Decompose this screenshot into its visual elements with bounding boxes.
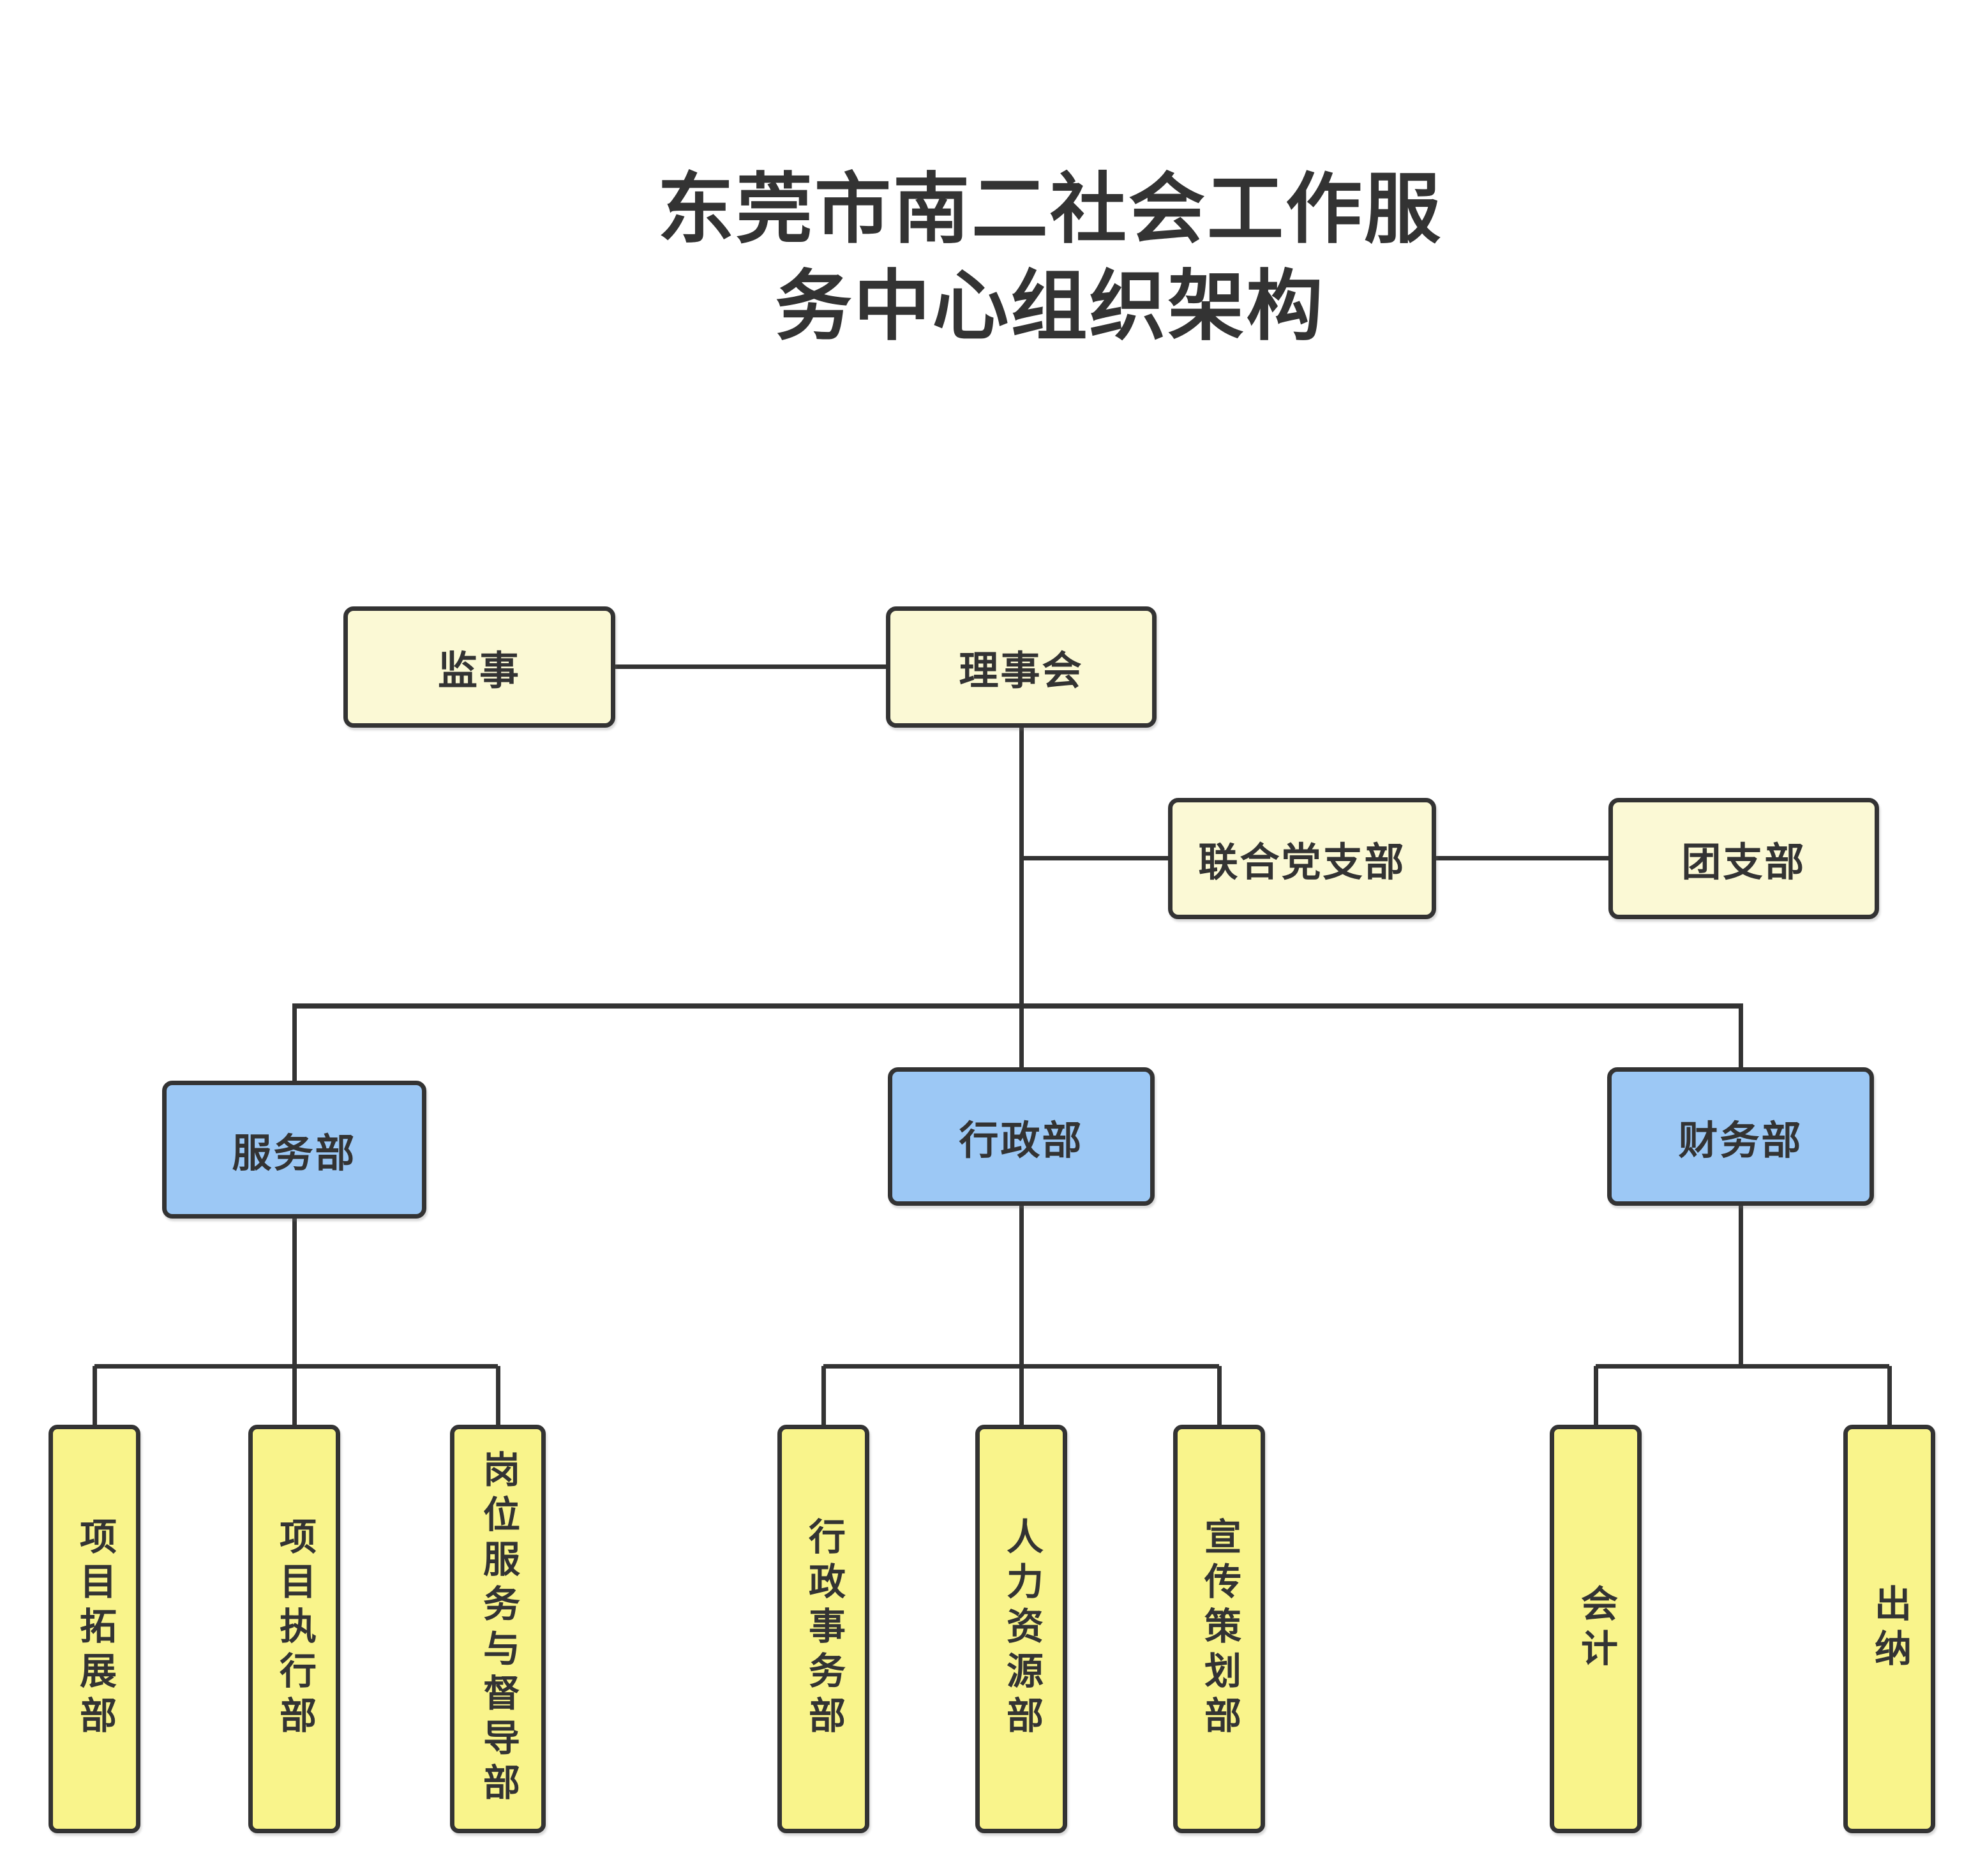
connector-admin-group — [823, 1364, 1219, 1369]
connector-finance-group — [1596, 1364, 1889, 1369]
node-dept-finance: 财务部 — [1607, 1067, 1874, 1206]
node-project-execution: 项目执行部 — [248, 1425, 340, 1833]
node-project-expansion: 项目拓展部 — [49, 1425, 140, 1833]
chart-title: 东莞市南二社会工作服 务中心组织架构 — [657, 161, 1442, 355]
node-project-execution-label: 项目执行部 — [274, 1517, 315, 1741]
node-publicity-planning: 宣传策划部 — [1173, 1425, 1265, 1833]
chart-title-line1: 东莞市南二社会工作服 — [657, 167, 1442, 252]
connector-finance-down — [1739, 1203, 1743, 1369]
node-dept-service: 服务部 — [162, 1081, 426, 1219]
node-supervisor-label: 监事 — [437, 649, 521, 693]
connector-supervisor-board — [615, 664, 886, 669]
node-party-branch: 联合党支部 — [1168, 798, 1436, 919]
node-post-service-supervision-label: 岗位服务与督导部 — [477, 1450, 519, 1808]
connector-party-youth — [1436, 856, 1608, 860]
connector-drop-publicity — [1217, 1366, 1222, 1425]
node-human-resources-label: 人力资源部 — [1001, 1517, 1042, 1741]
node-post-service-supervision: 岗位服务与督导部 — [450, 1425, 546, 1833]
node-cashier-label: 出纳 — [1869, 1584, 1910, 1674]
node-admin-affairs-label: 行政事务部 — [803, 1517, 844, 1741]
node-dept-admin-label: 行政部 — [959, 1118, 1084, 1163]
connector-drop-project-expansion — [93, 1366, 97, 1425]
node-publicity-planning-label: 宣传策划部 — [1199, 1517, 1240, 1741]
node-human-resources: 人力资源部 — [975, 1425, 1067, 1833]
node-youth-league: 团支部 — [1608, 798, 1879, 919]
connector-board-trunk — [1019, 728, 1024, 1067]
node-youth-league-label: 团支部 — [1681, 841, 1806, 885]
connector-drop-accounting — [1594, 1366, 1598, 1425]
connector-drop-admin-affairs — [821, 1366, 826, 1425]
node-accounting: 会计 — [1550, 1425, 1642, 1833]
connector-service-col-top — [292, 1006, 297, 1081]
node-dept-service-label: 服务部 — [232, 1132, 357, 1176]
connector-trunk-party-branch — [1021, 856, 1168, 860]
connector-distribution — [292, 1003, 1743, 1009]
node-cashier: 出纳 — [1843, 1425, 1935, 1833]
connector-service-group — [94, 1364, 498, 1369]
connector-service-down — [292, 1216, 297, 1425]
node-dept-finance-label: 财务部 — [1678, 1118, 1803, 1163]
connector-drop-cashier — [1887, 1366, 1892, 1425]
connector-finance-col-top — [1739, 1006, 1743, 1067]
node-accounting-label: 会计 — [1575, 1584, 1617, 1674]
chart-title-line2: 务中心组织架构 — [775, 264, 1325, 349]
node-dept-admin: 行政部 — [888, 1067, 1155, 1206]
node-project-expansion-label: 项目拓展部 — [74, 1517, 116, 1741]
connector-admin-down — [1019, 1203, 1024, 1425]
node-admin-affairs: 行政事务部 — [777, 1425, 869, 1833]
node-supervisor: 监事 — [343, 606, 615, 728]
node-board: 理事会 — [886, 606, 1157, 728]
node-board-label: 理事会 — [959, 649, 1084, 693]
node-party-branch-label: 联合党支部 — [1198, 841, 1406, 885]
connector-drop-post-service — [496, 1366, 500, 1425]
